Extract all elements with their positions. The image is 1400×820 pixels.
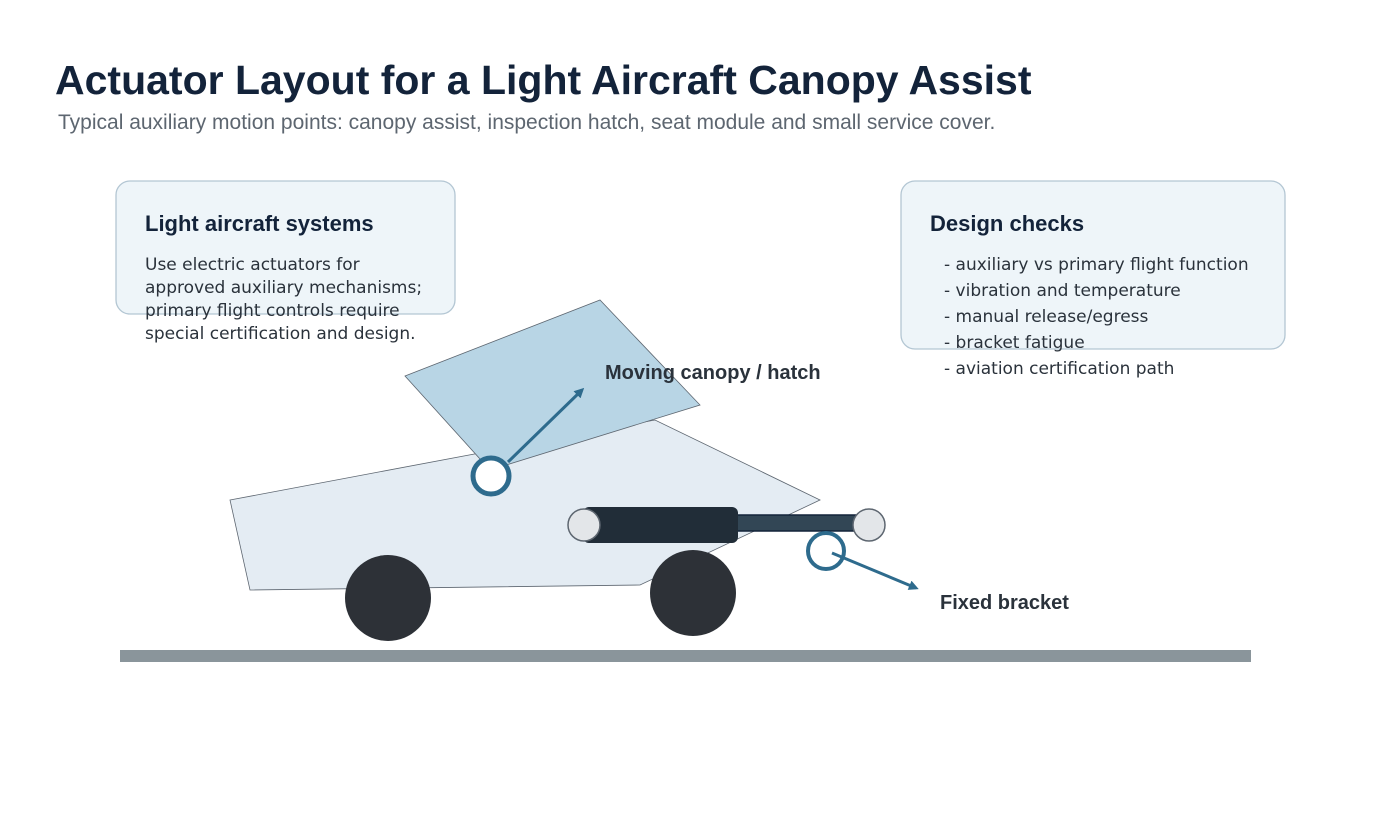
info-box-left-line: approved auxiliary mechanisms; — [145, 278, 422, 298]
actuator-cylinder — [583, 507, 738, 543]
actuator-rear-end-cap — [567, 508, 601, 542]
canopy-motion-arrow-icon — [506, 387, 585, 464]
page-title: Actuator Layout for a Light Aircraft Can… — [55, 57, 1032, 103]
canopy-panel — [404, 299, 701, 471]
design-check-item: - bracket fatigue — [944, 333, 1085, 353]
design-check-item: - vibration and temperature — [944, 281, 1181, 301]
canopy-callout-label: Moving canopy / hatch — [605, 362, 821, 384]
actuator-rod-end-cap — [852, 508, 886, 542]
info-box-left-line: primary flight controls require — [145, 301, 400, 321]
info-box-right — [900, 180, 1286, 350]
bracket-callout-label: Fixed bracket — [940, 592, 1069, 614]
bracket-pivot-icon — [806, 531, 846, 571]
info-box-left — [115, 180, 456, 315]
rear-wheel — [345, 555, 431, 641]
design-check-item: - aviation certification path — [944, 359, 1174, 379]
info-box-right-title: Design checks — [930, 211, 1084, 236]
design-check-item: - manual release/egress — [944, 307, 1149, 327]
bracket-pointer-arrow-icon — [831, 551, 919, 590]
info-box-left-title: Light aircraft systems — [145, 211, 374, 236]
info-box-left-line: special certification and design. — [145, 324, 416, 344]
ground-line — [120, 650, 1251, 662]
canopy-pivot-icon — [470, 455, 512, 497]
design-check-item: - auxiliary vs primary flight function — [944, 255, 1249, 275]
front-wheel — [650, 550, 736, 636]
info-box-left-line: Use electric actuators for — [145, 255, 360, 275]
actuator-rod — [726, 514, 866, 532]
page-subtitle: Typical auxiliary motion points: canopy … — [58, 111, 995, 134]
